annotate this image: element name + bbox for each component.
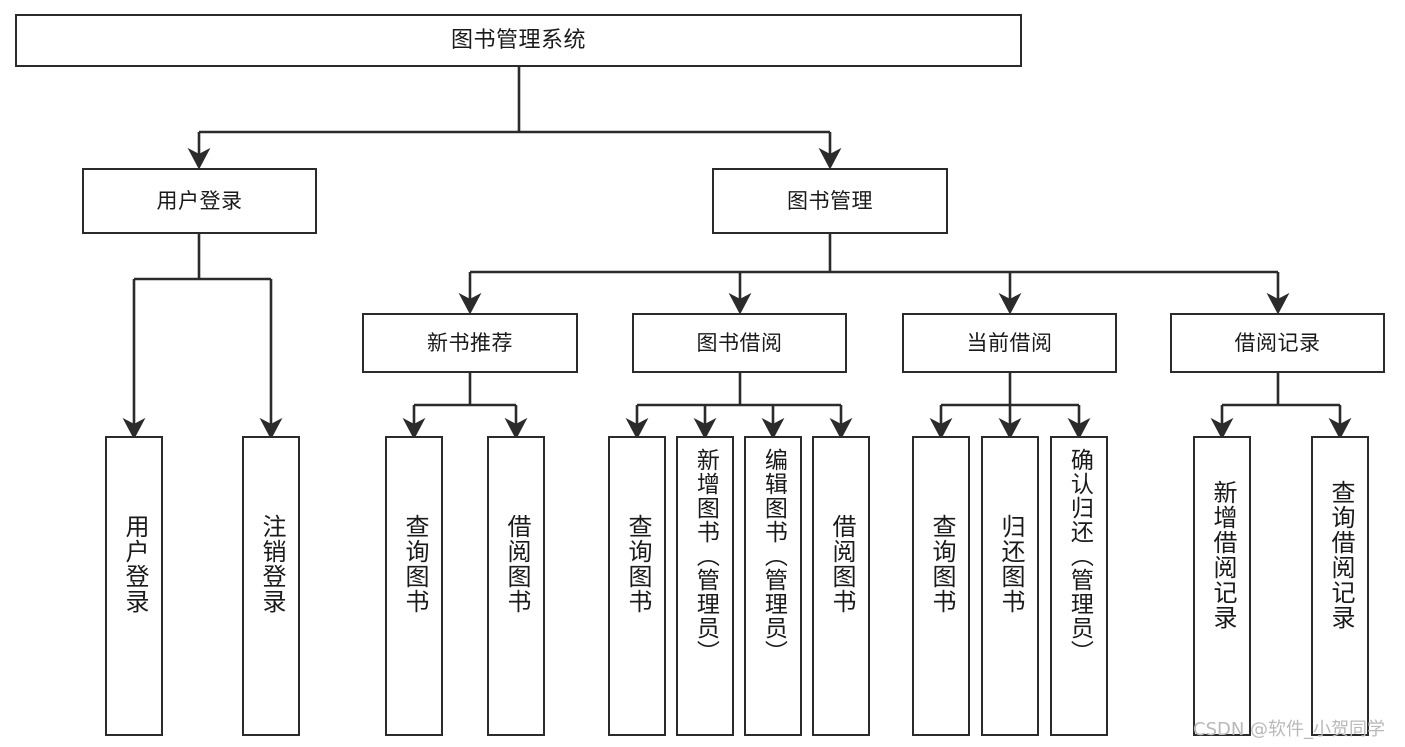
node-current-borrow[interactable]: 当前借阅 (902, 313, 1117, 373)
node-label: 图书借阅 (696, 330, 783, 355)
node-label: 借阅图书 (827, 514, 856, 614)
leaf-user-login[interactable]: 用户登录 (105, 436, 163, 736)
node-label: 查询图书 (623, 514, 652, 614)
node-label: 图书管理 (787, 188, 873, 213)
node-label: 归还图书 (996, 514, 1025, 614)
node-label: 查询图书 (927, 514, 956, 614)
node-label: 编辑图书（管理员） (760, 448, 787, 664)
leaf-query-borrow-record[interactable]: 查询借阅记录 (1311, 436, 1369, 736)
node-label: 新书推荐 (427, 330, 513, 355)
node-label: 借阅图书 (502, 514, 531, 614)
leaf-query-book-recommend[interactable]: 查询图书 (385, 436, 443, 736)
node-label: 当前借阅 (966, 330, 1053, 355)
node-user-login[interactable]: 用户登录 (82, 168, 317, 234)
node-label: 查询借阅记录 (1326, 480, 1355, 630)
csdn-watermark: CSDN @软件_小贺同学 (1193, 719, 1386, 740)
node-label: 用户登录 (120, 514, 149, 614)
leaf-query-book-current[interactable]: 查询图书 (912, 436, 970, 736)
node-borrow-record[interactable]: 借阅记录 (1170, 313, 1385, 373)
node-label: 用户登录 (156, 188, 243, 213)
leaf-borrow-book[interactable]: 借阅图书 (812, 436, 870, 736)
node-label: 注销登录 (257, 514, 286, 614)
leaf-edit-book-admin[interactable]: 编辑图书（管理员） (744, 436, 802, 736)
node-new-book-recommend[interactable]: 新书推荐 (362, 313, 578, 373)
leaf-add-borrow-record[interactable]: 新增借阅记录 (1193, 436, 1251, 736)
leaf-borrow-book-recommend[interactable]: 借阅图书 (487, 436, 545, 736)
node-label: 图书管理系统 (450, 27, 586, 53)
leaf-logout-login[interactable]: 注销登录 (242, 436, 300, 736)
node-book-management[interactable]: 图书管理 (712, 168, 948, 234)
node-label: 新增借阅记录 (1208, 480, 1237, 630)
node-label: 新增图书（管理员） (692, 448, 719, 664)
node-book-borrow[interactable]: 图书借阅 (632, 313, 847, 373)
node-root-book-management-system[interactable]: 图书管理系统 (15, 14, 1022, 67)
leaf-return-book[interactable]: 归还图书 (981, 436, 1039, 736)
node-label: 查询图书 (400, 514, 429, 614)
leaf-add-book-admin[interactable]: 新增图书（管理员） (676, 436, 734, 736)
leaf-query-book-borrow[interactable]: 查询图书 (608, 436, 666, 736)
node-label: 借阅记录 (1234, 330, 1321, 355)
node-label: 确认归还（管理员） (1066, 448, 1093, 664)
leaf-confirm-return-admin[interactable]: 确认归还（管理员） (1050, 436, 1108, 736)
